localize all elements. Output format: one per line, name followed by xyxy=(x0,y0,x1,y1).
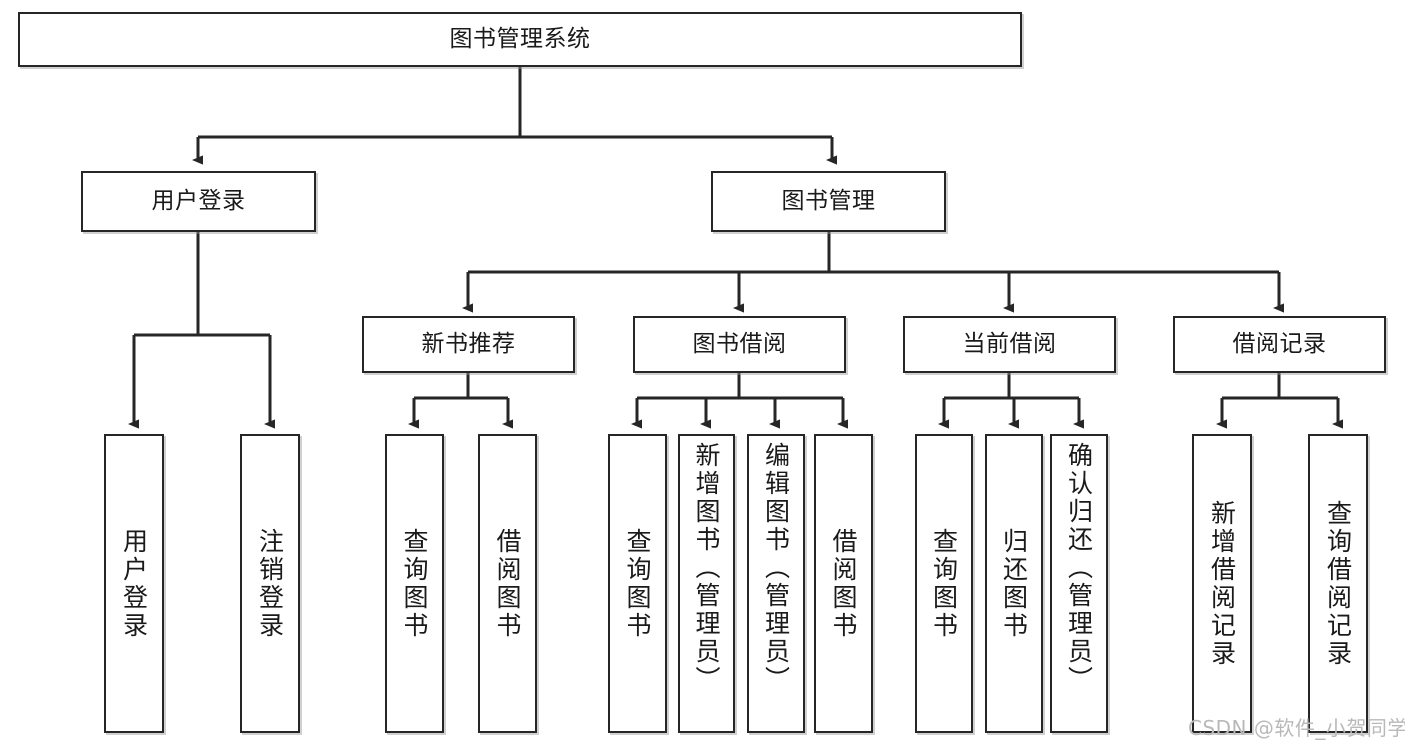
node-user-login[interactable]: 用户登录 xyxy=(81,171,316,232)
node-leaf-add-record[interactable]: 新增借阅记录 xyxy=(1192,434,1252,733)
node-leaf-user-login[interactable]: 用户登录 xyxy=(104,434,164,733)
node-leaf-query-record-label: 查询借阅记录 xyxy=(1323,499,1353,668)
node-leaf-borrow-book-2-label: 借阅图书 xyxy=(829,527,858,640)
node-leaf-query-book-1-label: 查询图书 xyxy=(400,527,429,640)
node-leaf-add-book[interactable]: 新增图书（管理员） xyxy=(678,434,735,733)
node-leaf-user-logout[interactable]: 注销登录 xyxy=(240,434,300,733)
node-book-borrow-label: 图书借阅 xyxy=(692,330,787,357)
node-book-management-label: 图书管理 xyxy=(781,187,876,214)
node-leaf-query-book-3-label: 查询图书 xyxy=(929,527,959,640)
node-root[interactable]: 图书管理系统 xyxy=(18,12,1022,67)
node-book-management[interactable]: 图书管理 xyxy=(711,171,946,232)
node-leaf-query-record[interactable]: 查询借阅记录 xyxy=(1308,434,1368,733)
node-leaf-edit-book[interactable]: 编辑图书（管理员） xyxy=(747,434,805,733)
watermark: CSDN @软件_小贺同学 xyxy=(1188,716,1405,740)
node-leaf-borrow-book-2[interactable]: 借阅图书 xyxy=(814,434,873,733)
node-leaf-add-record-label: 新增借阅记录 xyxy=(1207,499,1237,668)
node-leaf-query-book-2[interactable]: 查询图书 xyxy=(608,434,667,733)
node-user-login-label: 用户登录 xyxy=(151,187,246,214)
node-leaf-borrow-book-1[interactable]: 借阅图书 xyxy=(478,434,537,733)
node-current-borrow-label: 当前借阅 xyxy=(962,330,1057,357)
node-leaf-borrow-book-1-label: 借阅图书 xyxy=(493,527,522,640)
node-leaf-query-book-1[interactable]: 查询图书 xyxy=(385,434,444,733)
node-root-label: 图书管理系统 xyxy=(449,25,591,52)
node-leaf-return-book[interactable]: 归还图书 xyxy=(985,434,1043,733)
node-book-borrow[interactable]: 图书借阅 xyxy=(633,316,846,373)
node-borrow-record[interactable]: 借阅记录 xyxy=(1173,316,1386,373)
node-leaf-user-logout-label: 注销登录 xyxy=(255,527,285,640)
node-leaf-add-book-label: 新增图书（管理员） xyxy=(692,442,721,694)
node-borrow-record-label: 借阅记录 xyxy=(1232,330,1327,357)
node-leaf-confirm-return[interactable]: 确认归还（管理员） xyxy=(1050,434,1108,733)
node-leaf-edit-book-label: 编辑图书（管理员） xyxy=(761,442,791,694)
node-new-book-recommend[interactable]: 新书推荐 xyxy=(362,316,575,373)
node-current-borrow[interactable]: 当前借阅 xyxy=(903,316,1116,373)
node-leaf-query-book-3[interactable]: 查询图书 xyxy=(915,434,973,733)
node-leaf-return-book-label: 归还图书 xyxy=(999,527,1029,640)
node-leaf-user-login-label: 用户登录 xyxy=(119,527,149,640)
node-leaf-confirm-return-label: 确认归还（管理员） xyxy=(1064,442,1094,694)
node-leaf-query-book-2-label: 查询图书 xyxy=(623,527,652,640)
node-new-book-recommend-label: 新书推荐 xyxy=(421,330,516,357)
